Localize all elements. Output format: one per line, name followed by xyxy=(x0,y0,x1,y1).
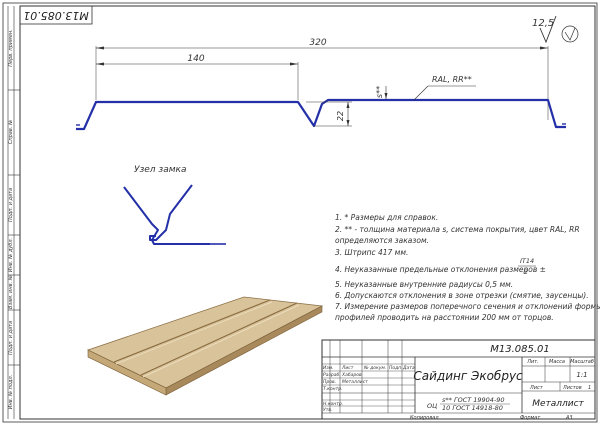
title-block: M13.085.01 Сайдинг Экобрус ОЦ s** ГОСТ 1… xyxy=(321,339,596,421)
tolerance-top: IT14 xyxy=(520,257,534,265)
note-2: 2. ** - толщина материала s, система пок… xyxy=(335,225,580,234)
stamp-inv-dubl: Инв. № дубл. xyxy=(8,238,14,272)
material-prefix: ОЦ xyxy=(427,402,437,410)
lock-detail: Узел замка xyxy=(123,165,226,245)
coating-label: RAL, RR** xyxy=(432,75,472,84)
note-6: 6. Допускаются отклонения в зоне отрезки… xyxy=(335,291,589,300)
col-date: Дата xyxy=(402,365,415,371)
row-role-2: Пров. xyxy=(323,379,336,385)
row-role-3: Т.контр. xyxy=(323,386,343,392)
roughness-mark: 12,5 xyxy=(532,15,579,44)
title-name: Сайдинг Экобрус xyxy=(413,369,523,383)
dim-22-label: 22 xyxy=(336,111,345,121)
profile-section xyxy=(76,98,566,131)
sheets-label: Листов xyxy=(562,385,582,391)
dim-s-label: s** xyxy=(375,86,384,98)
dim-140-label: 140 xyxy=(187,54,204,64)
note-5: 5. Неуказанные внутренние радиусы 0,5 мм… xyxy=(335,280,513,289)
note-4: 4. Неуказанные предельные отклонения раз… xyxy=(335,265,546,274)
stamp-perv-primen: Перв. примен. xyxy=(8,29,14,67)
company-name: Металлист xyxy=(532,399,584,409)
row-name-0: Лист xyxy=(341,365,354,371)
lock-profile-b xyxy=(149,184,193,241)
col-doc: № докум. xyxy=(363,365,386,371)
inner-frame xyxy=(19,5,596,420)
stamp-inv-podl: Инв. № подл. xyxy=(8,375,14,410)
format-label: Формат xyxy=(520,415,541,421)
material-line-2: 10 ГОСТ 14918-80 xyxy=(442,404,503,412)
format-value: А3 xyxy=(565,415,573,421)
copied-label: Копировал xyxy=(410,415,439,421)
header-mass: Масса xyxy=(549,359,565,365)
note-1: 1. * Размеры для справок. xyxy=(335,213,438,222)
stamp-sprav-nomer: Справ. № xyxy=(8,120,14,144)
roughness-value: 12,5 xyxy=(532,18,554,29)
note-2-cont: определяются заказом. xyxy=(335,236,429,245)
scale-value: 1:1 xyxy=(576,371,587,379)
title-designation: M13.085.01 xyxy=(490,344,550,355)
material-line-1: s** ГОСТ 19904-90 xyxy=(442,396,505,404)
dim-320-label: 320 xyxy=(309,38,326,48)
inverted-code: M13.085.01 xyxy=(23,9,88,22)
stamp-podp-data-2: Подп. и дата xyxy=(8,321,14,355)
profile-outline xyxy=(76,98,566,131)
dimension-320: 320 xyxy=(95,38,549,120)
notes-block: 1. * Размеры для справок. 2. ** - толщин… xyxy=(335,213,600,322)
row-name-1: Хабаров xyxy=(341,372,362,378)
stamp-podp-data-1: Подп. и дата xyxy=(8,188,14,222)
sheets-count: 1 xyxy=(588,385,591,391)
dimension-thickness: s** xyxy=(375,86,388,99)
dimension-140: 140 xyxy=(96,54,299,100)
row-role-1: Разраб. xyxy=(323,372,341,378)
note-3: 3. Штрипс 417 мм. xyxy=(335,248,408,257)
lock-title: Узел замка xyxy=(134,165,186,175)
roughness-check-icon xyxy=(539,15,557,44)
row-role-5: Утв. xyxy=(323,407,332,413)
row-role-0: Изм. xyxy=(323,365,334,371)
sheet-label: Лист xyxy=(529,385,544,391)
panel-illustration xyxy=(86,296,324,396)
note-7-cont: профилей проводить на расстоянии 200 мм … xyxy=(335,313,554,322)
row-name-2: Металлист xyxy=(342,379,368,385)
col-sign: Подп. xyxy=(389,365,403,371)
code-box-inverted: M13.085.01 xyxy=(19,5,93,25)
row-role-4: Н.контр. xyxy=(323,401,343,407)
header-lit: Лит. xyxy=(526,359,539,365)
stamp-vzam-inv: Взам. инв. № xyxy=(8,275,14,309)
dimension-22: 22 xyxy=(306,101,352,127)
roughness-circle-icon xyxy=(561,25,579,43)
side-stamp: Перв. примен. Справ. № Подп. и дата Инв.… xyxy=(7,6,20,419)
tolerance-bottom: 2 xyxy=(524,268,528,276)
lock-profile-a xyxy=(123,186,210,245)
note-7: 7. Измерение размеров поперечного сечени… xyxy=(335,302,600,311)
header-scale: Масштаб xyxy=(570,359,594,365)
coating-callout: RAL, RR** xyxy=(413,75,476,101)
